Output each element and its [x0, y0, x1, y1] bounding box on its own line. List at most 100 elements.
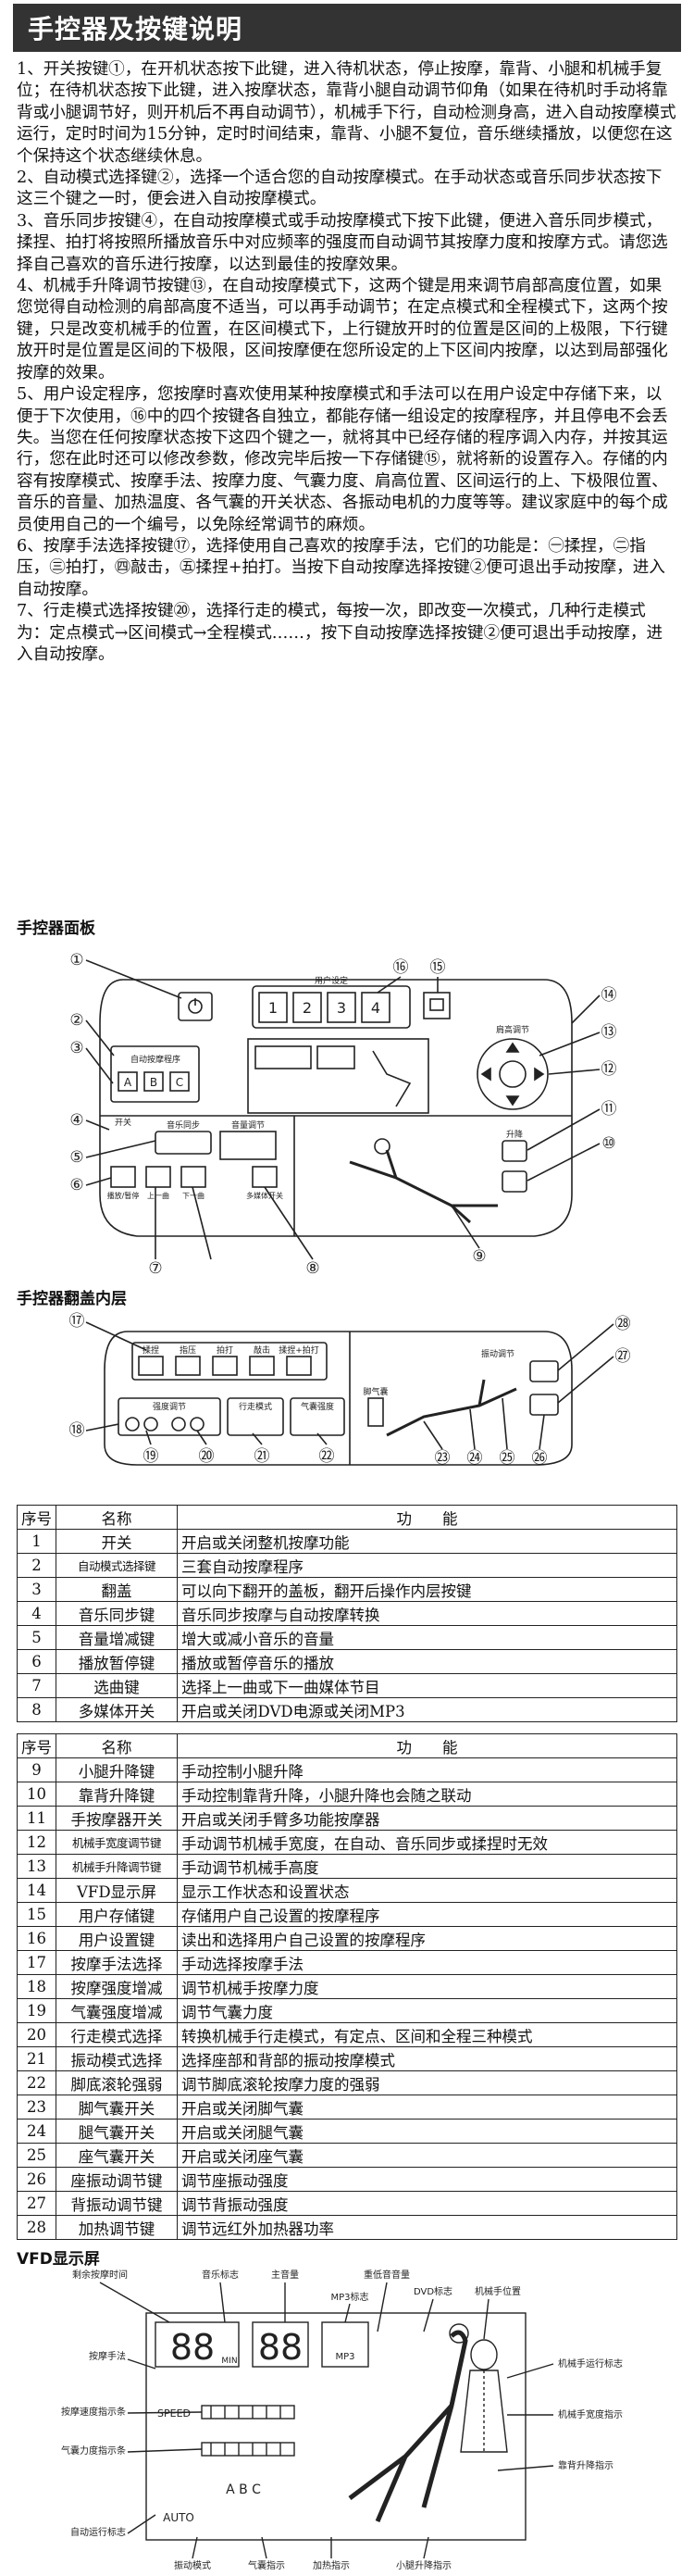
row-function: 可以向下翻开的盖板，翻开后操作内层按键: [177, 1577, 677, 1602]
row-no: 7: [17, 1673, 56, 1698]
callout-9: ⑨: [472, 1247, 486, 1266]
callout-1: ①: [69, 951, 83, 969]
auto-key-c: [169, 1071, 190, 1092]
row-function: 开启或关闭腿气囊: [177, 2119, 677, 2144]
panel-diagram: 1 2 3 4 用户设定 自动按摩程序 A B C 开关 音乐同步 音量调节 播…: [69, 951, 616, 1278]
row-name: 开关: [56, 1529, 178, 1554]
vfd-label-leg-lift: 小腿升降指示: [396, 2559, 452, 2571]
vfd-auto-text: AUTO: [163, 2511, 194, 2524]
multimedia-button: [252, 1166, 278, 1188]
auto-key-a-label: A: [124, 1076, 132, 1089]
row-function: 开启或关闭整机按摩功能: [177, 1529, 677, 1554]
callout-16: ⑯: [393, 958, 409, 977]
power-button: [178, 992, 213, 1021]
row-no: 11: [17, 1806, 56, 1831]
row-name: 加热调节键: [56, 2215, 178, 2240]
row-name: 脚气囊开关: [56, 2095, 178, 2120]
user-setting-label: 用户设定: [315, 975, 348, 986]
row-function: 开启或关闭座气囊: [177, 2143, 677, 2168]
instruction-paragraph: 6、按摩手法选择按键⑰，选择使用自己喜欢的按摩手法，它们的功能是：㊀揉捏，㊁指压…: [17, 536, 665, 599]
vfd-label-back-lift: 靠背升降指示: [558, 2459, 613, 2471]
callout-17: ⑰: [69, 1312, 85, 1331]
vfd-label-hand-width: 机械手宽度指示: [558, 2408, 623, 2420]
vfd-label-main-volume: 主音量: [271, 2269, 299, 2281]
row-no: 24: [17, 2119, 56, 2144]
instruction-paragraph: 5、用户设定程序，您按摩时喜欢使用某种按摩模式和手法可以在用户设定中存储下来，以…: [17, 385, 668, 534]
callout-15: ⑮: [430, 958, 446, 977]
direction-pad: [477, 1038, 549, 1110]
row-function: 手动选择按摩手法: [177, 1950, 677, 1975]
user-key-label-2: 2: [303, 999, 312, 1017]
header-name: 名称: [56, 1733, 178, 1758]
row-name: 座振动调节键: [56, 2167, 178, 2192]
row-no: 18: [17, 1974, 56, 1999]
vfd-time-unit: MIN: [221, 2357, 237, 2366]
vfd-label-heat: 加热指示: [313, 2559, 350, 2571]
row-function: 存储用户自己设置的按摩程序: [177, 1902, 677, 1927]
vfd-frame: [145, 2312, 527, 2541]
row-function: 选择座部和背部的振动按摩模式: [177, 2046, 677, 2071]
row-no: 1: [17, 1529, 56, 1554]
user-key-3: [327, 992, 356, 1023]
row-no: 26: [17, 2167, 56, 2192]
row-name: VFD显示屏: [56, 1878, 178, 1903]
user-key-4: [361, 992, 390, 1023]
auto-key-a: [118, 1071, 138, 1092]
row-name: 机械手宽度调节键: [56, 1830, 178, 1855]
row-name: 背振动调节键: [56, 2191, 178, 2216]
technique-label-5: 揉捏+拍打: [279, 1344, 319, 1356]
play-label-3: 多媒体开关: [246, 1191, 283, 1200]
callout-2: ②: [69, 1011, 83, 1030]
row-name: 用户存储键: [56, 1902, 178, 1927]
row-function: 读出和选择用户自己设置的按摩程序: [177, 1926, 677, 1951]
volume-box: [219, 1131, 277, 1160]
instruction-paragraph: 1、开关按键①，在开机状态按下此键，进入待机状态，停止按摩，靠背、小腿和机械手复…: [17, 60, 676, 166]
page-header: 手控器及按键说明: [13, 4, 681, 52]
cover-diagram: 揉捏 指压 拍打 敲击 揉捏+拍打 强度调节 行走模式 气囊强度 脚气囊 振动调…: [69, 1312, 631, 1468]
row-no: 4: [17, 1601, 56, 1626]
auto-key-b-label: B: [150, 1076, 157, 1089]
panel-section-title: 手控器面板: [17, 919, 95, 938]
vfd-label-hand-run: 机械手运行标志: [558, 2357, 623, 2370]
row-function: 调节脚底滚轮按摩力度的强弱: [177, 2070, 677, 2095]
callout-18: ⑱: [69, 1421, 85, 1440]
callout-23: ㉓: [435, 1449, 451, 1468]
vfd-label-air: 气囊指示: [248, 2559, 285, 2571]
row-name: 用户设置键: [56, 1926, 178, 1951]
row-name: 按摩强度增减: [56, 1974, 178, 1999]
row-no: 9: [17, 1757, 56, 1782]
technique-key-4: [249, 1356, 275, 1376]
callout-24: ㉔: [467, 1449, 483, 1468]
body-outline: [470, 2339, 498, 2370]
row-function: 增大或减小音乐的音量: [177, 1625, 677, 1650]
row-no: 5: [17, 1625, 56, 1650]
vfd-label-dvd: DVD标志: [414, 2285, 452, 2297]
row-function: 调节气囊力度: [177, 1998, 677, 2023]
row-name: 选曲键: [56, 1673, 178, 1698]
foot-air-label: 脚气囊: [363, 1386, 388, 1397]
row-function: 调节机械手按摩力度: [177, 1974, 677, 1999]
music-sync-button: [155, 1131, 212, 1155]
user-key-2: [292, 992, 322, 1023]
instruction-paragraph: 3、音乐同步按键④，在自动按摩模式或手动按摩模式下按下此键，便进入音乐同步模式，…: [17, 211, 668, 274]
user-key-1: [258, 992, 288, 1023]
row-function: 选择上一曲或下一曲媒体节目: [177, 1673, 677, 1698]
row-function: 手动调节机械手高度: [177, 1854, 677, 1879]
row-no: 20: [17, 2022, 56, 2047]
mode-label-volume: 音量调节: [231, 1119, 265, 1131]
play-pause-button: [110, 1166, 136, 1188]
instruction-paragraph: 4、机械手升降调节按键⑬，在自动按摩模式下，这两个键是用来调节肩部高度位置，如果…: [17, 277, 668, 382]
play-label-0: 播放/暂停: [107, 1191, 140, 1200]
next-button: [180, 1166, 206, 1188]
header-no: 序号: [17, 1505, 56, 1530]
